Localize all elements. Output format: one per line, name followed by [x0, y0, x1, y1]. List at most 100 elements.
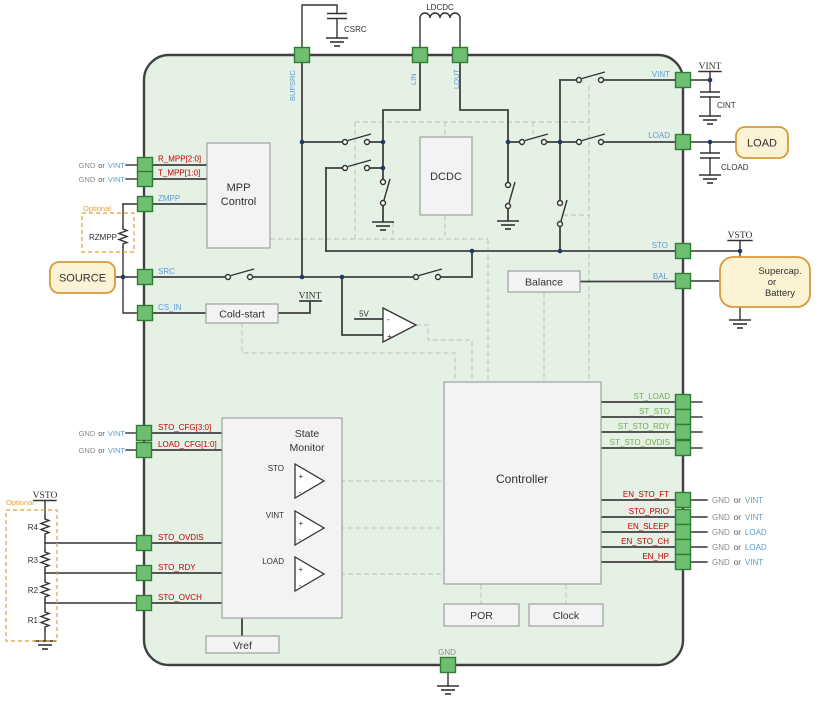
en-sto-ch-label: EN_STO_CH: [621, 537, 669, 546]
cload-label: CLOAD: [721, 163, 749, 172]
pin-bal: [674, 272, 692, 290]
cold-start-comparator: - +: [382, 306, 418, 344]
comparator-plus: +: [299, 519, 304, 528]
pin-vint: [674, 71, 692, 89]
pin-st-sto-ovdis: [674, 439, 692, 457]
dcdc-label: DCDC: [430, 171, 462, 183]
comparator-minus: -: [299, 581, 302, 590]
pin-en-hp: [674, 553, 692, 571]
vint-comparator: + -: [294, 509, 326, 547]
resistor-r3: [40, 549, 50, 571]
cmp-sto-label: STO: [268, 464, 284, 473]
load-ext-box: LOAD: [735, 126, 789, 159]
capacitor-cint: [699, 91, 721, 98]
pin-bufsrc: [293, 46, 311, 64]
net-labels: CSRC LDCDC BUFSRC LIN LOUT VINT CINT CLO…: [6, 3, 752, 657]
source-label: SOURCE: [59, 273, 106, 285]
cmp-vint-label: VINT: [266, 511, 284, 520]
optional-rzmpp-box: [81, 212, 135, 253]
por-block: POR: [443, 603, 520, 627]
comparator-plus: +: [299, 472, 304, 481]
st-sto-label: ST_STO: [639, 407, 670, 416]
vref-block: Vref: [205, 635, 280, 654]
cint-label: CINT: [717, 101, 736, 110]
en-sto-ft-label: EN_STO_FT: [623, 490, 669, 499]
state-monitor-block: State Monitor: [221, 417, 343, 619]
dashed-control-lines: [241, 86, 590, 604]
pin-src: [136, 268, 154, 286]
dcdc-block: DCDC: [419, 136, 473, 216]
external-wires: [33, 4, 753, 687]
r-mpp-label: R_MPP[2:0]: [158, 155, 201, 164]
gnd-pin-label: GND: [438, 648, 456, 657]
resistor-r1: [40, 609, 50, 631]
sto-ovdis-label: STO_OVDIS: [158, 533, 204, 542]
state-monitor-label-1: State: [295, 428, 320, 440]
resistor-r4: [40, 516, 50, 538]
t-mpp-label: T_MPP[1:0]: [158, 169, 200, 178]
controller-block: Controller: [443, 381, 602, 585]
mpp-control-label-2: Control: [221, 196, 256, 208]
clock-block: Clock: [528, 603, 604, 627]
pin-sto-prio: [674, 508, 692, 526]
pin-load: [674, 133, 692, 151]
load-cfg-label: LOAD_CFG[1:0]: [158, 440, 217, 449]
pin-sto-ovch: [135, 594, 153, 612]
comparator-plus: +: [387, 332, 392, 341]
sto-comparator: + -: [294, 462, 326, 500]
sto-prio-label: STO_PRIO: [629, 507, 669, 516]
balance-label: Balance: [525, 277, 563, 289]
controller-label: Controller: [496, 472, 548, 486]
supercap-label-3: Battery: [765, 288, 795, 299]
pin-zmpp: [136, 195, 154, 213]
resistor-r2: [40, 579, 50, 601]
supercap-label-2: or: [768, 277, 776, 288]
pin-en-sleep: [674, 523, 692, 541]
pin-sto-rdy: [135, 564, 153, 582]
clock-label: Clock: [553, 610, 580, 622]
supercap-box: Supercap. or Battery: [719, 256, 811, 308]
vref-label: Vref: [233, 640, 252, 652]
zmpp-label: ZMPP: [158, 194, 180, 203]
csrc-label: CSRC: [344, 25, 367, 34]
pin-r-mpp: [136, 156, 154, 174]
resistor-rzmpp: [118, 226, 128, 248]
capacitor-csrc: [326, 12, 348, 20]
en-hp-label: EN_HP: [642, 552, 669, 561]
r2-label: R2: [28, 586, 39, 595]
pin-gnd: [439, 656, 457, 674]
vint-supply-label: VINT: [699, 62, 722, 72]
lin-label: LIN: [409, 73, 418, 85]
pin-lout: [451, 46, 469, 64]
st-load-label: ST_LOAD: [634, 392, 671, 401]
sto-pin-label: STO: [652, 241, 668, 250]
vint-pin-label: VINT: [652, 70, 670, 79]
comparator-minus: -: [299, 535, 302, 544]
pin-st-load: [674, 393, 692, 411]
st-sto-rdy-label: ST_STO_RDY: [618, 422, 671, 431]
pin-en-sto-ft: [674, 491, 692, 509]
comparator-plus: +: [299, 565, 304, 574]
en-sleep-label: EN_SLEEP: [628, 522, 669, 531]
rzmpp-label: RZMPP: [89, 233, 117, 242]
mpp-control-label-1: MPP: [227, 182, 251, 194]
comparator-minus: -: [387, 315, 390, 324]
mpp-control-block: MPP Control: [206, 142, 271, 249]
chip-pins: [135, 46, 692, 674]
cmp-load-label: LOAD: [262, 557, 284, 566]
cold-start-label: Cold-start: [219, 309, 265, 321]
optional-left-label: Optional: [6, 498, 34, 507]
load-ext-label: LOAD: [747, 138, 777, 150]
st-sto-ovdis-label: ST_STO_OVDIS: [610, 438, 670, 447]
pin-t-mpp: [136, 170, 154, 188]
src-label: SRC: [158, 267, 175, 276]
state-monitor-label-2: Monitor: [289, 442, 325, 454]
cold-start-block: Cold-start: [205, 303, 279, 324]
